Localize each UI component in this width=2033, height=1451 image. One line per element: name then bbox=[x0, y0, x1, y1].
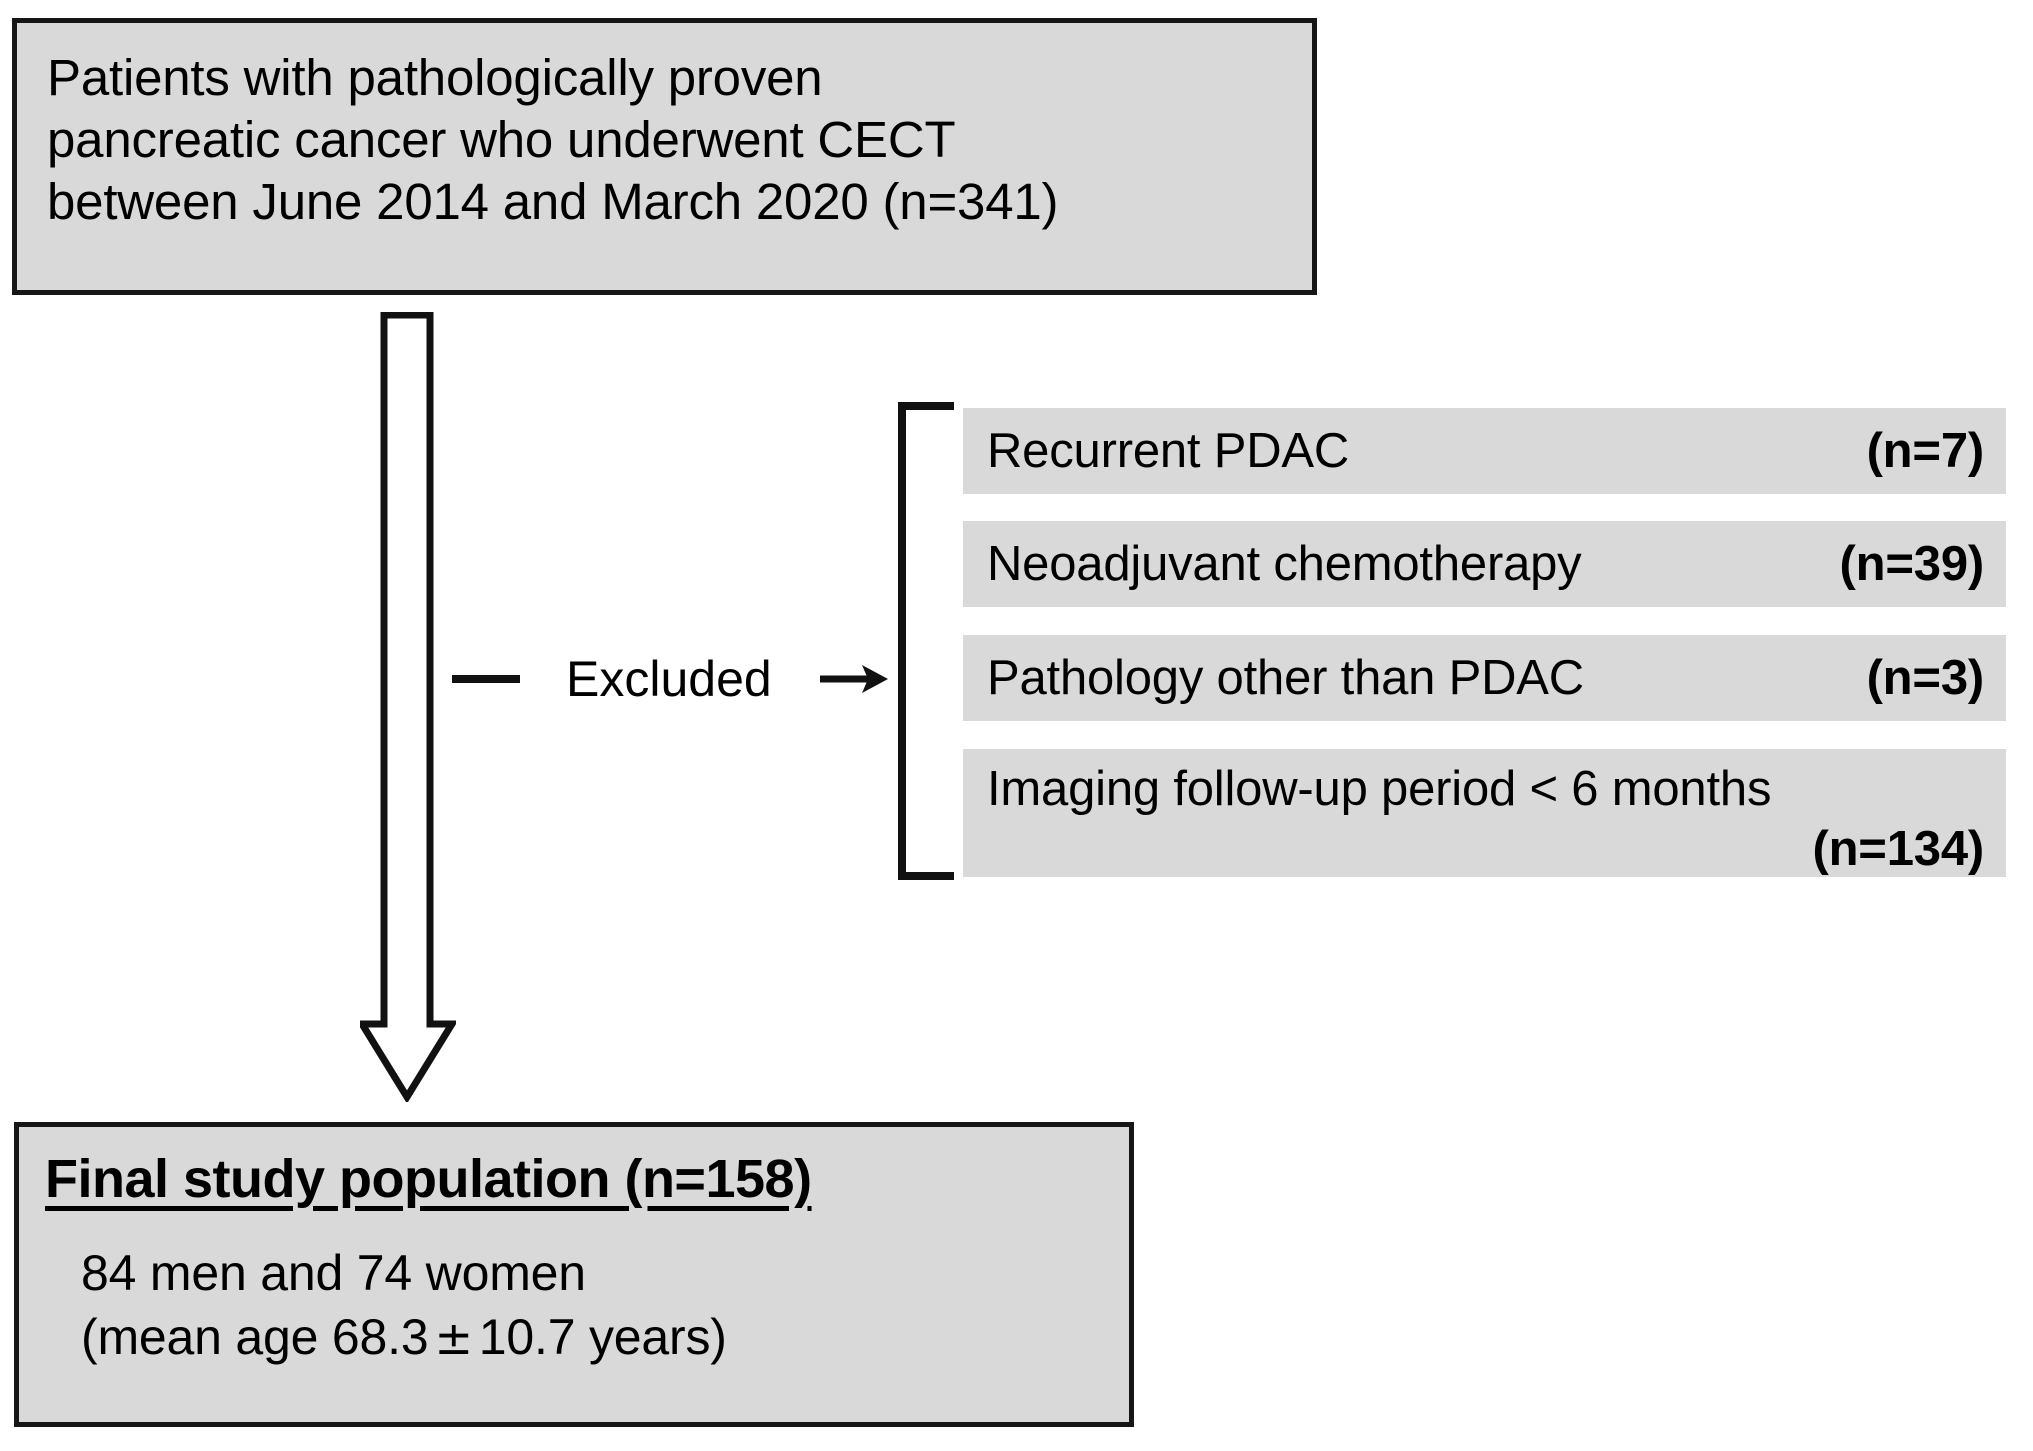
enrollment-line-3: between June 2014 and March 2020 (n=341) bbox=[47, 173, 1059, 230]
large-down-arrow-icon bbox=[360, 312, 456, 1102]
excluded-connector: Excluded bbox=[452, 648, 890, 710]
horizontal-dash-icon bbox=[452, 675, 520, 683]
exclusion-count: (n=3) bbox=[1866, 651, 1985, 705]
exclusion-count: (n=134) bbox=[1812, 822, 1984, 876]
final-population-sex-breakdown: 84 men and 74 women bbox=[81, 1245, 586, 1301]
exclusion-count: (n=39) bbox=[1839, 537, 1985, 591]
exclusion-row: Neoadjuvant chemotherapy (n=39) bbox=[963, 521, 2006, 607]
final-age-suffix: 10.7 years) bbox=[478, 1309, 727, 1365]
final-population-age: (mean age 68.3±10.7 years) bbox=[45, 1305, 1103, 1370]
excluded-label: Excluded bbox=[566, 651, 772, 707]
exclusion-reason: Recurrent PDAC bbox=[987, 424, 1350, 478]
final-population-box: Final study population (n=158) 84 men an… bbox=[14, 1122, 1134, 1427]
exclusion-reason: Imaging follow-up period < 6 months bbox=[987, 762, 1772, 816]
plus-minus-icon: ± bbox=[434, 1311, 473, 1365]
right-arrow-icon bbox=[818, 659, 890, 699]
exclusion-row: Pathology other than PDAC (n=3) bbox=[963, 635, 2006, 721]
enrollment-line-2: pancreatic cancer who underwent CECT bbox=[47, 111, 956, 168]
enrollment-box: Patients with pathologically proven panc… bbox=[12, 18, 1317, 295]
exclusion-reason: Neoadjuvant chemotherapy bbox=[987, 537, 1582, 591]
left-square-bracket-icon bbox=[898, 402, 954, 880]
final-age-prefix: (mean age 68.3 bbox=[81, 1309, 429, 1365]
exclusion-count: (n=7) bbox=[1866, 424, 1985, 478]
enrollment-line-1: Patients with pathologically proven bbox=[47, 49, 823, 106]
final-population-heading: Final study population (n=158) bbox=[45, 1149, 812, 1209]
exclusion-row: Recurrent PDAC (n=7) bbox=[963, 408, 2006, 494]
exclusion-row: Imaging follow-up period < 6 months (n=1… bbox=[963, 749, 2006, 877]
exclusion-reason: Pathology other than PDAC bbox=[987, 651, 1584, 705]
